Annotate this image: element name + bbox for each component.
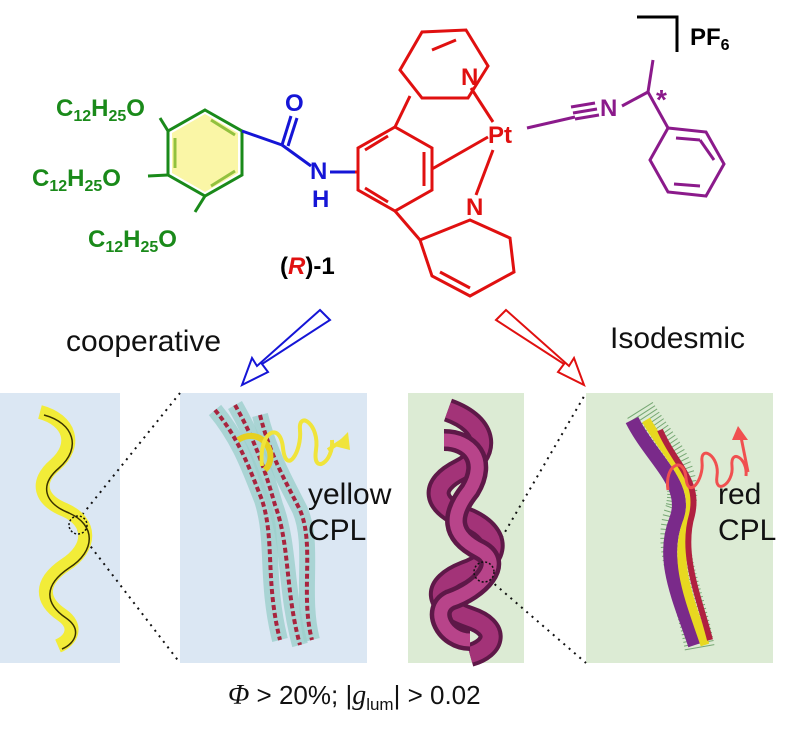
compound-label: (R)-1 [280, 253, 335, 280]
pyridine-nitrogen-top: N [461, 64, 479, 91]
counterion-bracket [637, 15, 679, 52]
yellow-emission-spiral [259, 418, 350, 467]
pyridine-nitrogen-bottom: N [466, 194, 484, 221]
isocyanide-arm [526, 59, 726, 198]
chain-label-middle: C12H25O [32, 165, 121, 195]
red-cpl-label: red CPL [718, 478, 777, 547]
amide-linker [241, 115, 312, 168]
yellow-ribbon-helix [35, 405, 93, 653]
zoom-circle-right [473, 561, 495, 583]
pyridine-top [393, 28, 490, 128]
pt-bonds [431, 87, 495, 196]
pathway-cooperative-label: cooperative [66, 325, 222, 358]
gallate-ring-fill [172, 114, 238, 192]
yellow-cpl-label: yellow CPL [308, 478, 392, 547]
amide-nitrogen: N [310, 158, 328, 185]
amide-hydrogen: H [312, 186, 330, 213]
pyridine-bottom [393, 210, 516, 298]
red-emission-spiral [666, 426, 750, 491]
yellow-stacked-assembly [208, 401, 320, 648]
zoom-lines [77, 392, 587, 664]
chiral-marker: * [656, 84, 667, 115]
magenta-tube-helix [426, 398, 505, 667]
central-aryl-ring [355, 125, 434, 213]
zoom-circle-left [68, 515, 88, 535]
arrow-isodesmic [494, 308, 586, 388]
pathway-isodesmic-label: Isodesmic [610, 322, 746, 355]
amide-oxygen: O [285, 90, 304, 117]
performance-summary: Φ > 20%; |glum| > 0.02 [228, 680, 481, 715]
counterion-label: PF6 [690, 24, 730, 54]
chain-label-bottom: C12H25O [88, 226, 177, 256]
red-stacked-assembly [625, 401, 715, 653]
isocyanide-nitrogen: N [600, 95, 618, 122]
platinum-center: Pt [488, 122, 512, 149]
arrow-cooperative [240, 308, 332, 388]
chain-label-top: C12H25O [56, 95, 145, 125]
